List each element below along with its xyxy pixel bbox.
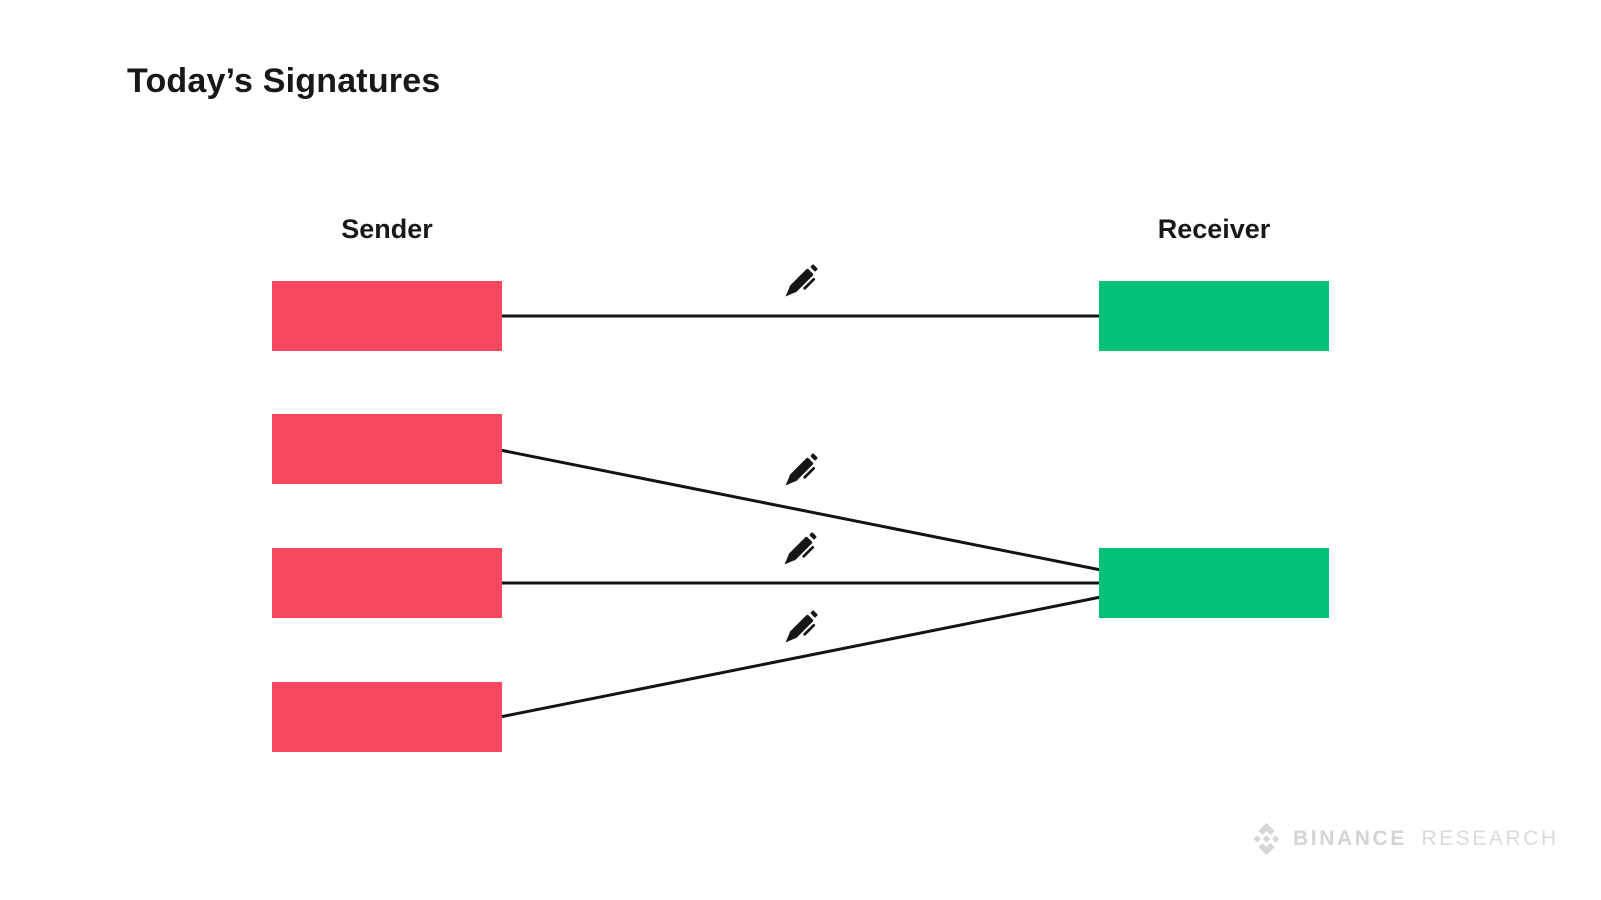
receiver-node-2 <box>1099 548 1329 618</box>
brand-name: BINANCE <box>1293 827 1407 850</box>
receiver-node-1 <box>1099 281 1329 351</box>
sender-node-3 <box>272 548 502 618</box>
page-title: Today’s Signatures <box>127 62 441 100</box>
sender-node-2 <box>272 414 502 484</box>
receiver-column-label: Receiver <box>1157 214 1271 244</box>
pen-icon <box>785 264 818 297</box>
sender-column-label: Sender <box>341 214 433 244</box>
pen-icon <box>785 453 818 486</box>
pen-icon <box>785 610 818 643</box>
brand-division: RESEARCH <box>1421 827 1559 850</box>
footer-brand-text: BINANCE RESEARCH <box>1293 827 1559 851</box>
binance-diamond-icon <box>1253 822 1280 856</box>
sender-node-1 <box>272 281 502 351</box>
pen-icon <box>784 532 817 565</box>
sender-node-4 <box>272 682 502 752</box>
footer-brand: BINANCE RESEARCH <box>1250 822 1559 856</box>
